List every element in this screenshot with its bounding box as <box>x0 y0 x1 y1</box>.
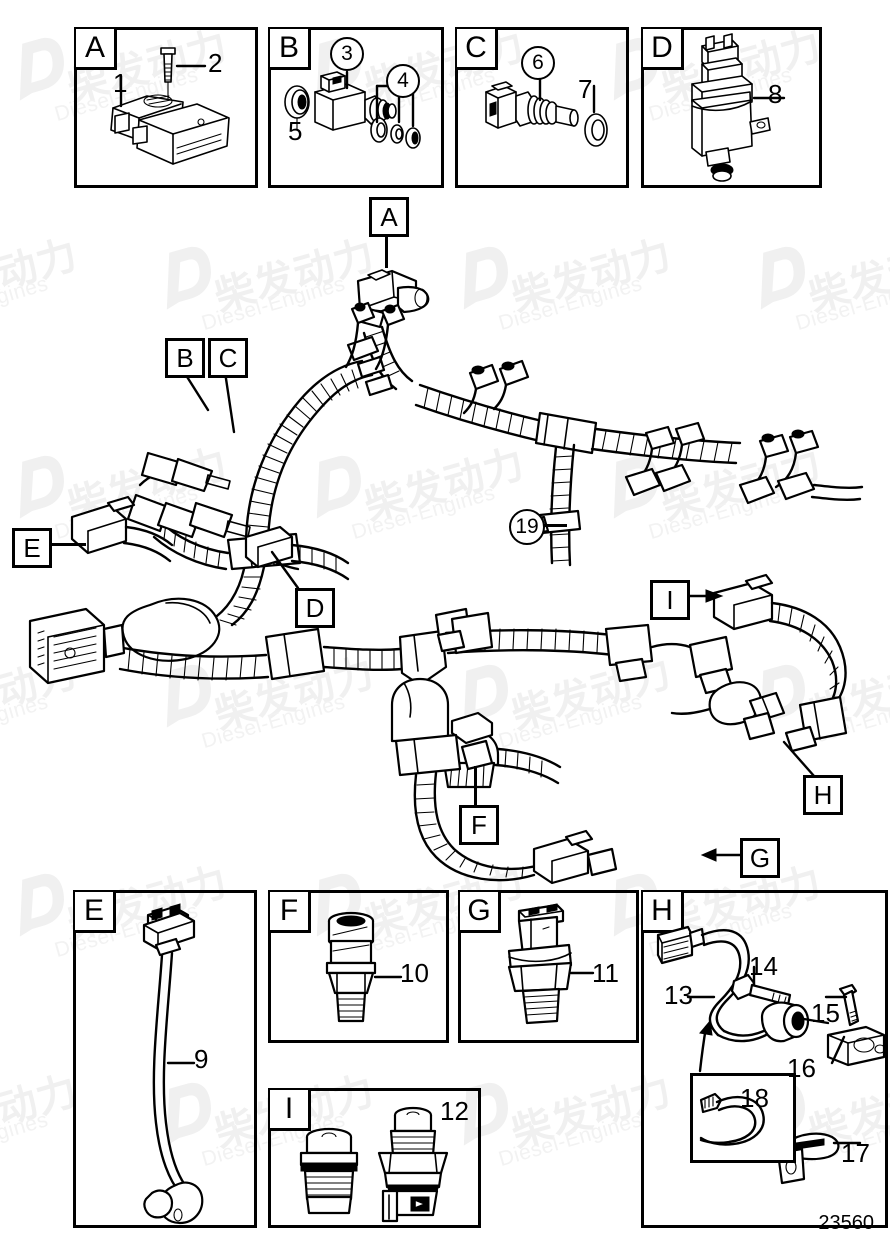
item-number-10: 10 <box>400 958 429 988</box>
detail-panel-c: C <box>455 27 629 188</box>
callout-marker-b: B <box>165 338 205 378</box>
item-number-14: 14 <box>749 951 778 981</box>
item-number-19: 19 <box>509 509 545 545</box>
callout-marker-d: D <box>295 588 335 628</box>
item-number-9: 9 <box>194 1044 209 1074</box>
panel-tag-c: C <box>457 29 498 70</box>
detail-panel-a: A <box>74 27 258 188</box>
panel-g-art <box>461 893 636 1040</box>
item-number-15: 15 <box>811 998 840 1028</box>
panel-tag-a: A <box>76 29 117 70</box>
item-number-2: 2 <box>208 48 223 78</box>
drawing-number: 23560 <box>818 1212 874 1234</box>
watermark-latin-text: Diesel-Engines <box>0 1108 51 1172</box>
main-harness-drawing <box>0 185 890 885</box>
panel-tag-e: E <box>75 892 116 933</box>
item-number-4: 4 <box>386 64 420 98</box>
panel-18-art <box>693 1076 793 1160</box>
panel-tag-i: I <box>270 1090 311 1131</box>
leader-line-g <box>700 848 744 868</box>
leader-line-e <box>48 543 86 546</box>
leader-line-19 <box>541 524 567 527</box>
callout-marker-e: E <box>12 528 52 568</box>
item-number-11: 11 <box>592 958 619 988</box>
leader-line-b <box>160 370 230 432</box>
watermark-chinese-text: 柴发动力 <box>0 1067 84 1157</box>
panel-d-art <box>644 30 819 185</box>
watermark-logo-icon <box>0 29 77 106</box>
leader-line-c <box>215 370 255 440</box>
panel-e-art <box>76 893 254 1225</box>
detail-panel-g: G <box>458 890 639 1043</box>
leader-line-h <box>776 738 820 780</box>
callout-marker-h: H <box>803 775 843 815</box>
item-number-7: 7 <box>578 74 593 104</box>
item-number-17: 17 <box>841 1138 870 1168</box>
callout-marker-f: F <box>459 805 499 845</box>
item-number-12: 12 <box>440 1096 469 1126</box>
detail-panel-e: E <box>73 890 257 1228</box>
item-number-1: 1 <box>113 68 128 98</box>
item-number-3: 3 <box>330 37 364 71</box>
detail-panel-h: H <box>641 890 888 1228</box>
item-number-13: 13 <box>664 980 693 1010</box>
leader-line-f <box>474 766 477 806</box>
callout-marker-g: G <box>740 838 780 878</box>
leader-line-a <box>385 231 388 268</box>
item-number-5: 5 <box>288 116 303 146</box>
leader-line-i <box>682 588 724 608</box>
item-number-6: 6 <box>521 46 555 80</box>
panel-a-art <box>77 30 255 185</box>
panel-tag-b: B <box>270 29 311 70</box>
leader-line-d <box>270 550 310 594</box>
callout-marker-i: I <box>650 580 690 620</box>
callout-marker-a: A <box>369 197 409 237</box>
item-number-16: 16 <box>787 1053 816 1083</box>
panel-h-art <box>644 893 886 1225</box>
callout-marker-c: C <box>208 338 248 378</box>
panel-i-art <box>271 1091 478 1225</box>
watermark-latin-text: Diesel-Engines <box>496 1108 645 1172</box>
item-number-18: 18 <box>740 1083 769 1113</box>
detail-panel-i: I <box>268 1088 481 1228</box>
panel-tag-f: F <box>270 892 311 933</box>
detail-panel-d: D <box>641 27 822 188</box>
panel-tag-g: G <box>460 892 501 933</box>
panel-c-art <box>458 30 626 185</box>
item-number-8: 8 <box>768 79 783 109</box>
